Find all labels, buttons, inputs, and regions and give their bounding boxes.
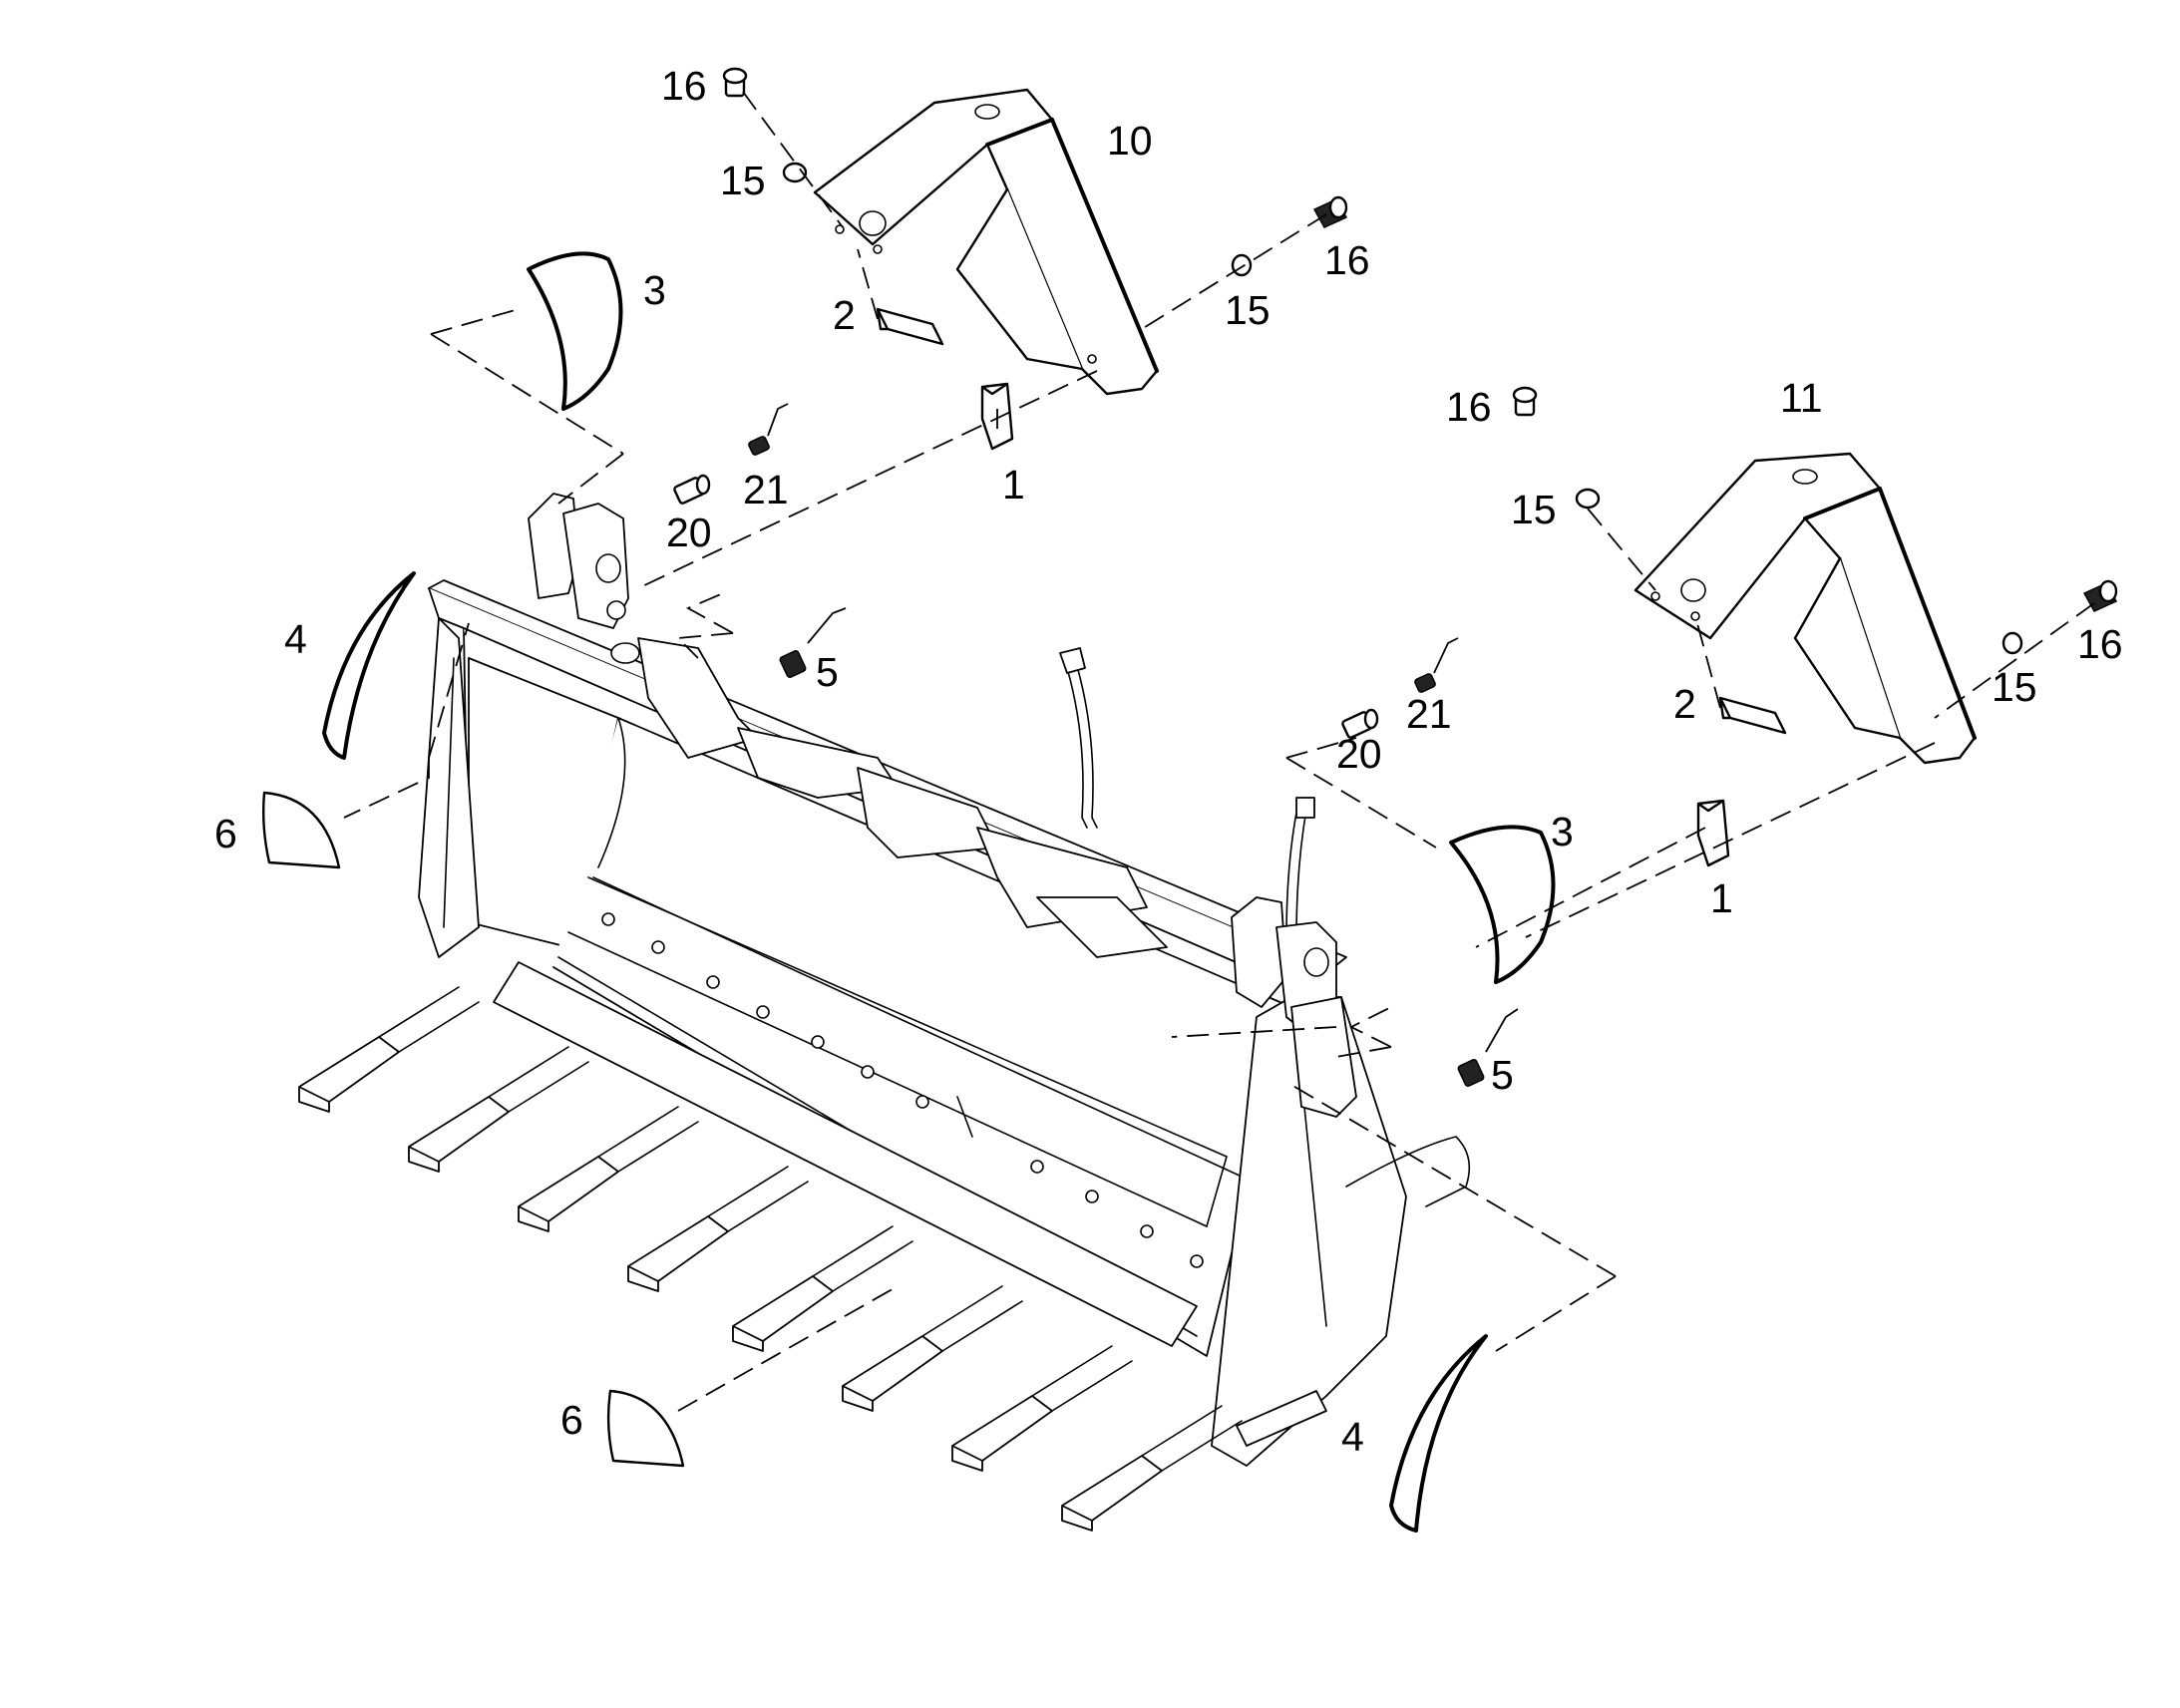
- callout-6-bottom: 6: [560, 1397, 583, 1443]
- wedge-1-right: [1696, 799, 1730, 867]
- fitting-20-left: [673, 474, 711, 505]
- bolt-16-top-mid: [1312, 195, 1348, 228]
- callout-2-right: 2: [1673, 681, 1696, 727]
- callout-5-right: 5: [1491, 1052, 1514, 1098]
- plate-2-right: [1718, 696, 1787, 735]
- callout-1-right: 1: [1710, 875, 1733, 921]
- callout-1-left: 1: [1002, 462, 1025, 508]
- callout-15-right: 15: [1992, 664, 2037, 710]
- washer-15-top-left: [782, 162, 808, 183]
- fitting-21-left: [748, 403, 789, 456]
- callout-16-top-mid: 16: [1324, 237, 1370, 283]
- callout-16-right: 16: [2077, 621, 2123, 667]
- guard-10: [813, 88, 1159, 396]
- washer-15-right: [2001, 631, 2023, 655]
- washer-15-right-top: [1575, 488, 1601, 510]
- callout-2-left: 2: [833, 292, 856, 338]
- fitting-5-right: [1457, 1008, 1519, 1087]
- callout-4-bottom: 4: [1341, 1414, 1364, 1460]
- fitting-20-right: [1341, 708, 1379, 739]
- callout-16-right-top: 16: [1446, 384, 1492, 430]
- cap-6-left: [262, 791, 341, 869]
- guard-11: [1634, 452, 1977, 765]
- cover-4-bottom: [1389, 1334, 1488, 1533]
- callout-11: 11: [1780, 375, 1823, 421]
- leader-lines: [343, 91, 2095, 1412]
- cover-3-right: [1449, 825, 1556, 984]
- bucket-teeth: [298, 1036, 1163, 1532]
- cover-3-left: [527, 251, 623, 411]
- bolt-16-right-top: [1512, 386, 1538, 417]
- fitting-5-left: [779, 607, 847, 678]
- callout-16-top-left: 16: [661, 63, 707, 109]
- bolt-16-top-left: [722, 67, 748, 98]
- fitting-21-right: [1414, 637, 1459, 693]
- callout-6-left: 6: [214, 811, 237, 856]
- callout-10: 10: [1107, 118, 1153, 164]
- callout-labels: 16 15 10 16 15 3 2 1 21 20 4 5 6 11 16 1…: [214, 63, 2123, 1460]
- callout-20-left: 20: [666, 510, 712, 555]
- callout-21-right: 21: [1406, 691, 1452, 737]
- callout-5-left: 5: [816, 649, 839, 695]
- callout-3-left: 3: [643, 267, 666, 313]
- bucket-assembly: [298, 493, 1471, 1532]
- callout-15-top-left: 15: [720, 158, 766, 203]
- callout-20-right: 20: [1336, 731, 1382, 777]
- callout-21-left: 21: [743, 467, 789, 512]
- cap-6-bottom: [606, 1389, 685, 1468]
- callout-3-right: 3: [1551, 809, 1574, 854]
- plate-2-left: [876, 307, 944, 346]
- callout-15-right-top: 15: [1511, 487, 1557, 532]
- bucket-bolt-holes: [601, 912, 1204, 1268]
- cover-4-left: [322, 571, 416, 760]
- callout-15-top-mid: 15: [1225, 287, 1271, 333]
- callout-4-left: 4: [284, 616, 307, 662]
- washer-15-top-mid: [1231, 253, 1253, 277]
